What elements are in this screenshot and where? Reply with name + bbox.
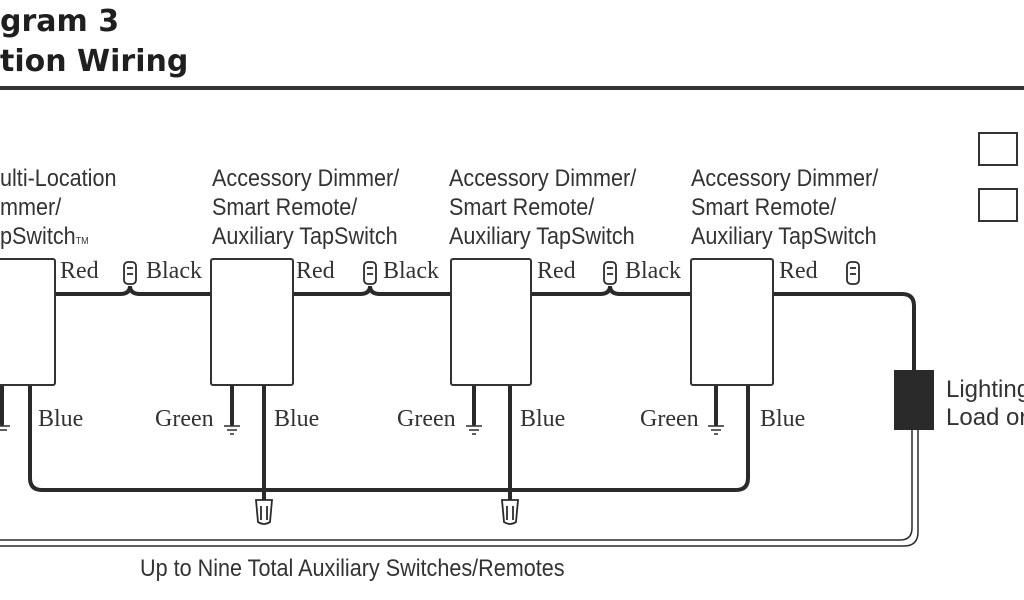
wire-blue-bus <box>28 382 750 492</box>
device-label-accessory-2: Accessory Dimmer/ Smart Remote/ Auxiliar… <box>449 165 637 250</box>
diagram-title: gram 3 <box>0 4 120 39</box>
wire-label-blue: Blue <box>520 406 566 432</box>
wire-nut-icon <box>846 261 860 285</box>
trademark: TM <box>75 236 89 247</box>
wire-nut-icon <box>501 499 519 525</box>
wire-label-green: Green <box>155 406 214 432</box>
wire-label-black: Black <box>625 258 681 284</box>
load-label: Lighting Load or <box>946 376 1024 431</box>
wire-nut-icon <box>255 499 273 525</box>
ground-icon <box>224 425 240 435</box>
lighting-load-block <box>894 370 934 430</box>
wire-red-black-1 <box>50 285 214 296</box>
wire-label-black: Black <box>146 258 202 284</box>
wire-label-red: Red <box>60 258 99 284</box>
ground-icon <box>708 425 724 435</box>
legend-box-wire-nut <box>978 188 1018 222</box>
footer-caption: Up to Nine Total Auxiliary Switches/Remo… <box>140 555 565 582</box>
ground-icon <box>0 425 10 431</box>
device-box-accessory-2 <box>450 258 532 386</box>
wire-label-red: Red <box>537 258 576 284</box>
wire-load-return-outer <box>0 430 913 541</box>
wire-label-green: Green <box>640 406 699 432</box>
device-box-accessory-1 <box>210 258 294 386</box>
wire-label-blue: Blue <box>38 406 84 432</box>
device-label-multi-location: ulti-Location mmer/ pSwitchTM <box>0 165 117 250</box>
ground-icon <box>466 425 482 435</box>
wire-red-black-3 <box>528 285 694 296</box>
wire-red-black-2 <box>290 285 454 296</box>
diagram-subtitle: tion Wiring <box>0 44 189 79</box>
device-box-accessory-3 <box>690 258 774 386</box>
wire-nut-icon <box>123 261 137 285</box>
device-label-accessory-1: Accessory Dimmer/ Smart Remote/ Auxiliar… <box>212 165 400 250</box>
wire-nut-icon <box>363 261 377 285</box>
title-rule <box>0 86 1024 90</box>
ground-symbols <box>0 425 724 435</box>
device-label-accessory-3: Accessory Dimmer/ Smart Remote/ Auxiliar… <box>691 165 879 250</box>
wire-label-green: Green <box>397 406 456 432</box>
wire-label-red: Red <box>296 258 335 284</box>
wire-label-blue: Blue <box>760 406 806 432</box>
wire-label-red: Red <box>779 258 818 284</box>
wire-red-to-load <box>770 292 916 372</box>
legend-box-ground <box>978 132 1018 166</box>
device-box-multi-location <box>0 258 56 386</box>
wire-label-blue: Blue <box>274 406 320 432</box>
wire-load-return-inner <box>0 430 919 547</box>
wire-label-black: Black <box>383 258 439 284</box>
wire-nut-icon <box>603 261 617 285</box>
